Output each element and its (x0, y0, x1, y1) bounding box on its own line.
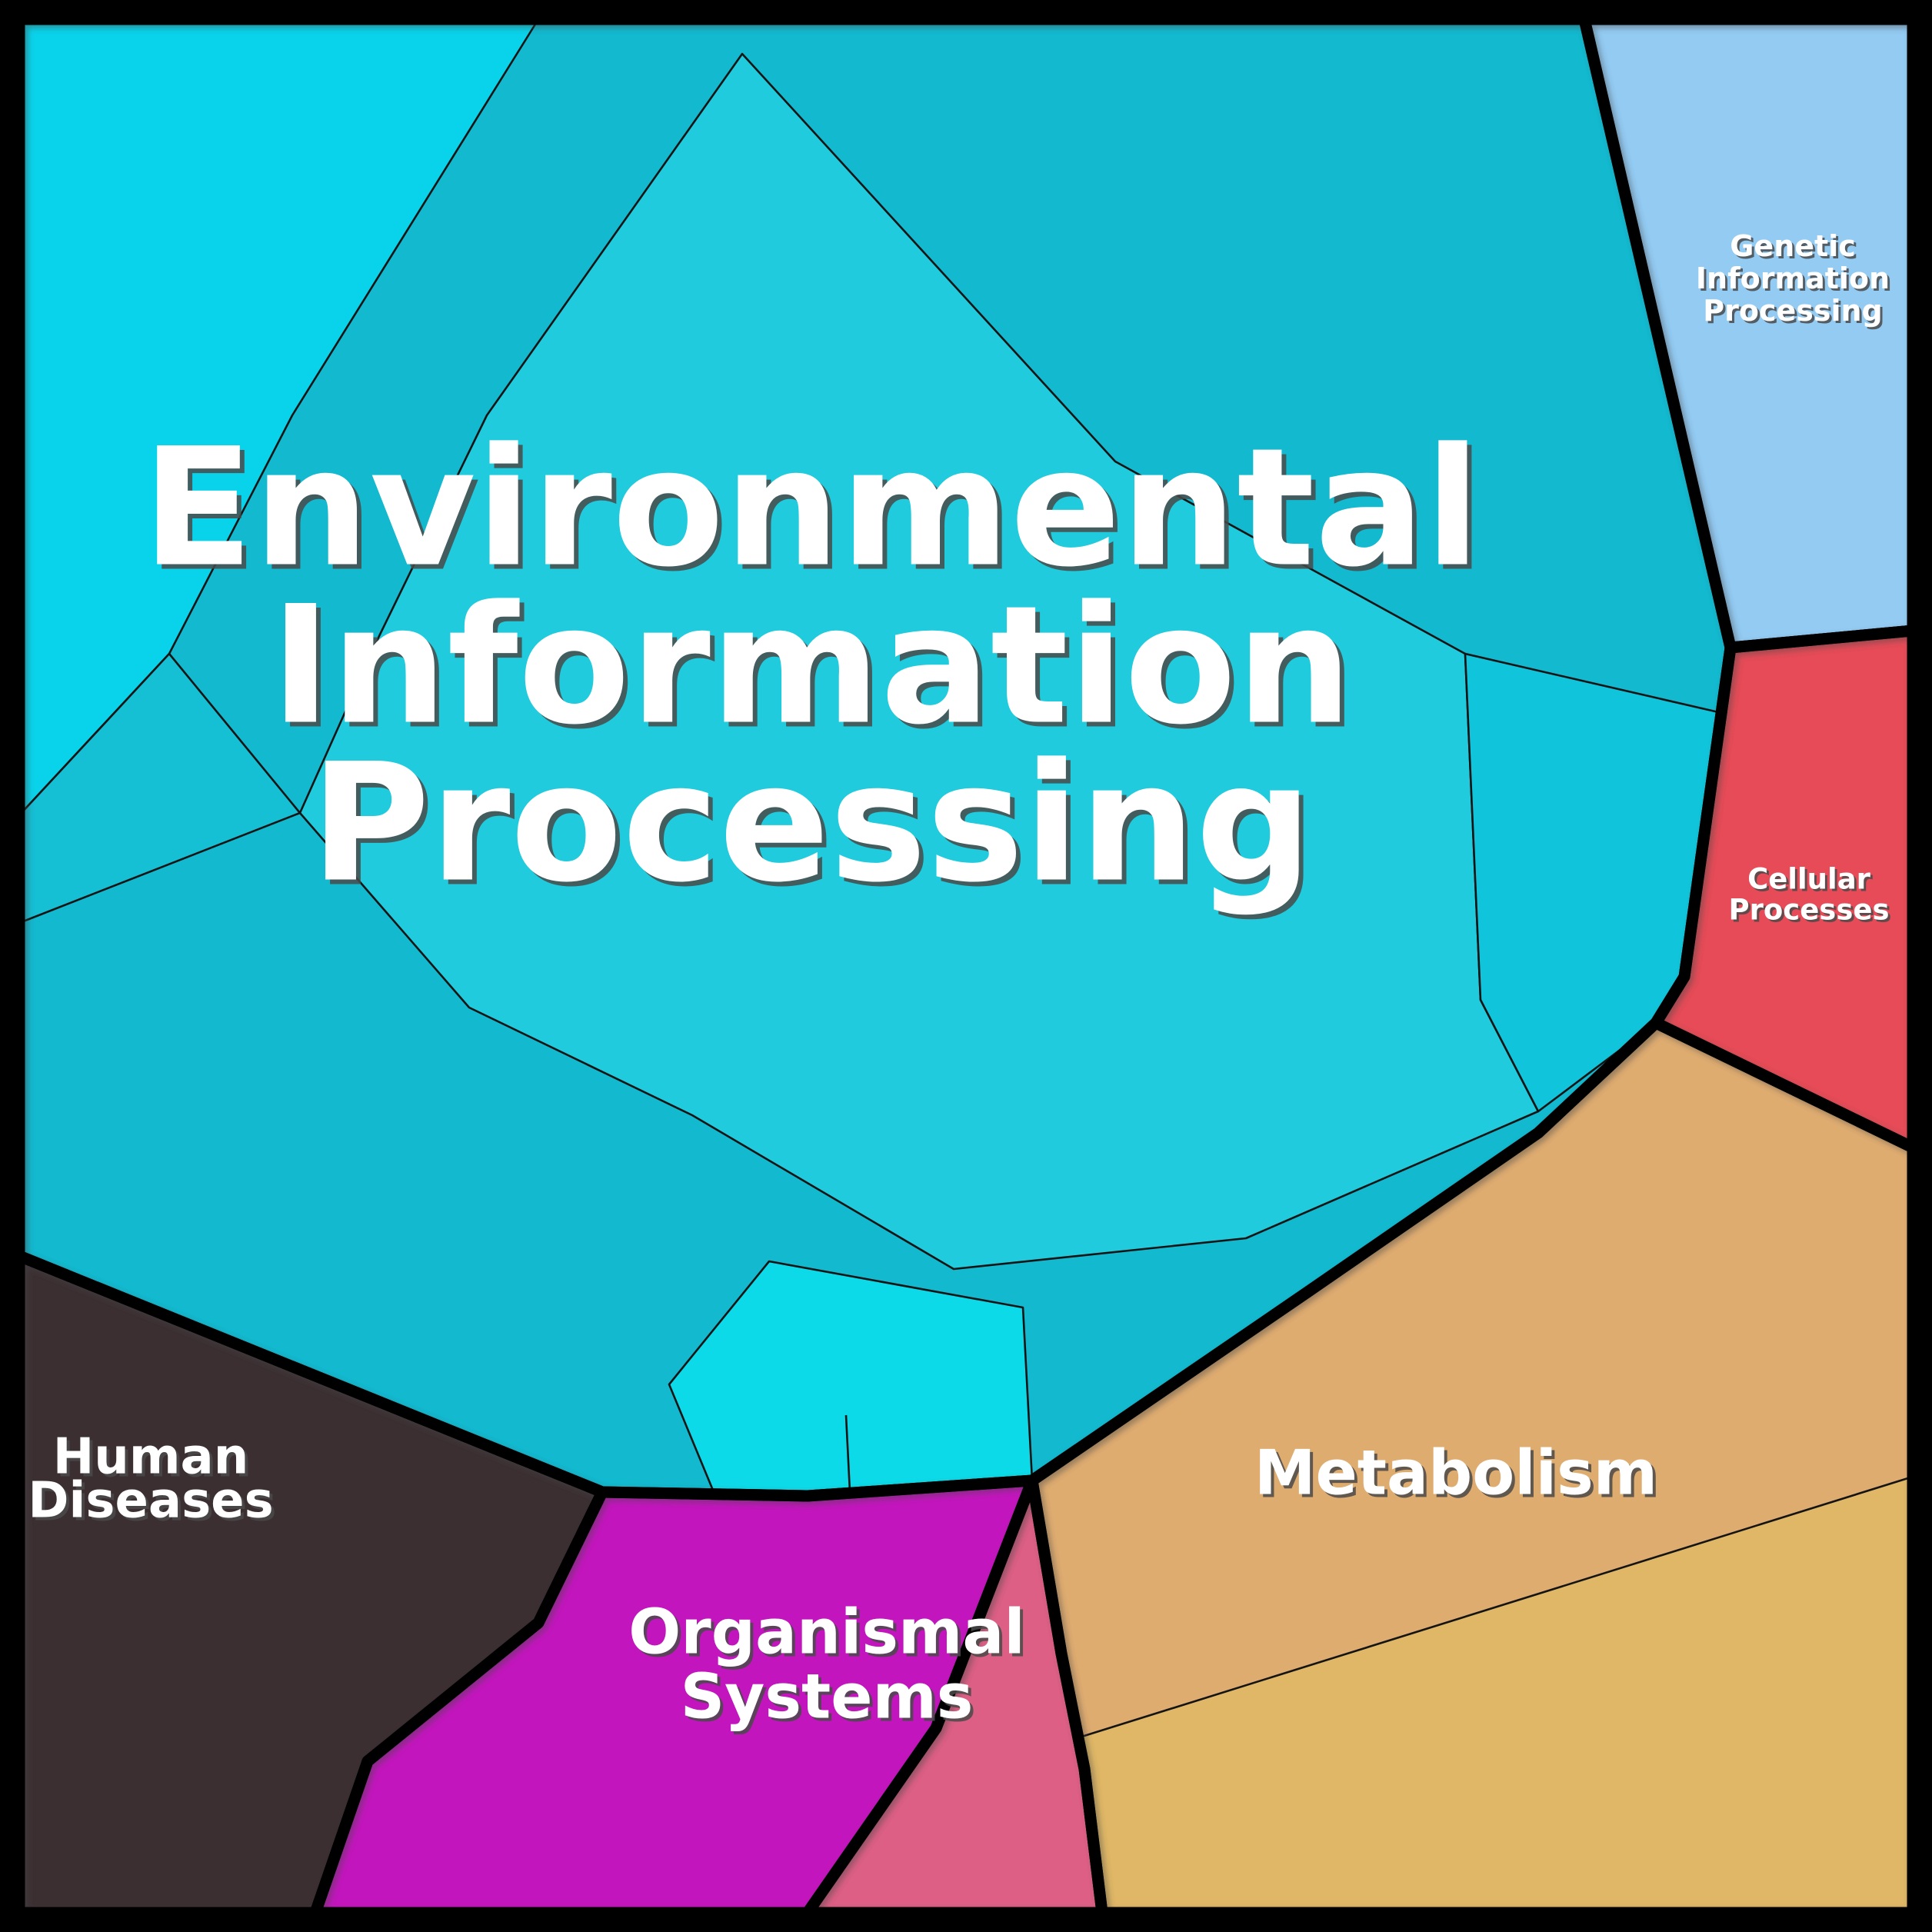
label-line: Environmental (142, 413, 1481, 603)
label-line: Information (1696, 261, 1890, 295)
region-label-metabolism-shadow: Metabolism (1257, 1441, 1661, 1512)
label-line: Human (56, 1432, 252, 1489)
thin-line-layer (844, 1414, 851, 1493)
label-line: Diseases (28, 1473, 273, 1530)
label-line: Organismal (628, 1597, 1024, 1668)
label-line: Human (53, 1429, 249, 1486)
label-line: Diseases (31, 1476, 276, 1533)
label-line: Cellular (1750, 865, 1874, 898)
label-line: Organismal (631, 1600, 1028, 1671)
label-line: Processing (311, 728, 1313, 918)
subcell-line-environmental-information-processing-0 (844, 1414, 851, 1493)
label-line: Information (275, 575, 1357, 765)
label-line: Cellular (1747, 863, 1871, 896)
region-human-diseases (19, 1256, 602, 1913)
region-unlabeled-cell (808, 1481, 1102, 1913)
label-line: Systems (681, 1661, 974, 1733)
region-organismal-systems (315, 1481, 1032, 1913)
region-genetic-information-processing (1584, 19, 1913, 648)
label-line: Metabolism (1257, 1441, 1661, 1512)
label-line: Metabolism (1254, 1437, 1657, 1509)
label-line: Genetic (1732, 232, 1858, 265)
label-line: Information (271, 571, 1353, 761)
region-label-metabolism: Metabolism (1254, 1437, 1657, 1509)
label-line: Processing (315, 733, 1317, 923)
label-line: Environmental (147, 418, 1485, 608)
label-line: Information (1698, 264, 1892, 298)
label-line: Genetic (1730, 229, 1856, 263)
label-line: Processes (1731, 896, 1892, 929)
label-line: Processing (1705, 296, 1885, 330)
label-line: Processing (1703, 294, 1883, 328)
label-line: Systems (684, 1664, 977, 1736)
label-line: Processes (1729, 894, 1890, 927)
